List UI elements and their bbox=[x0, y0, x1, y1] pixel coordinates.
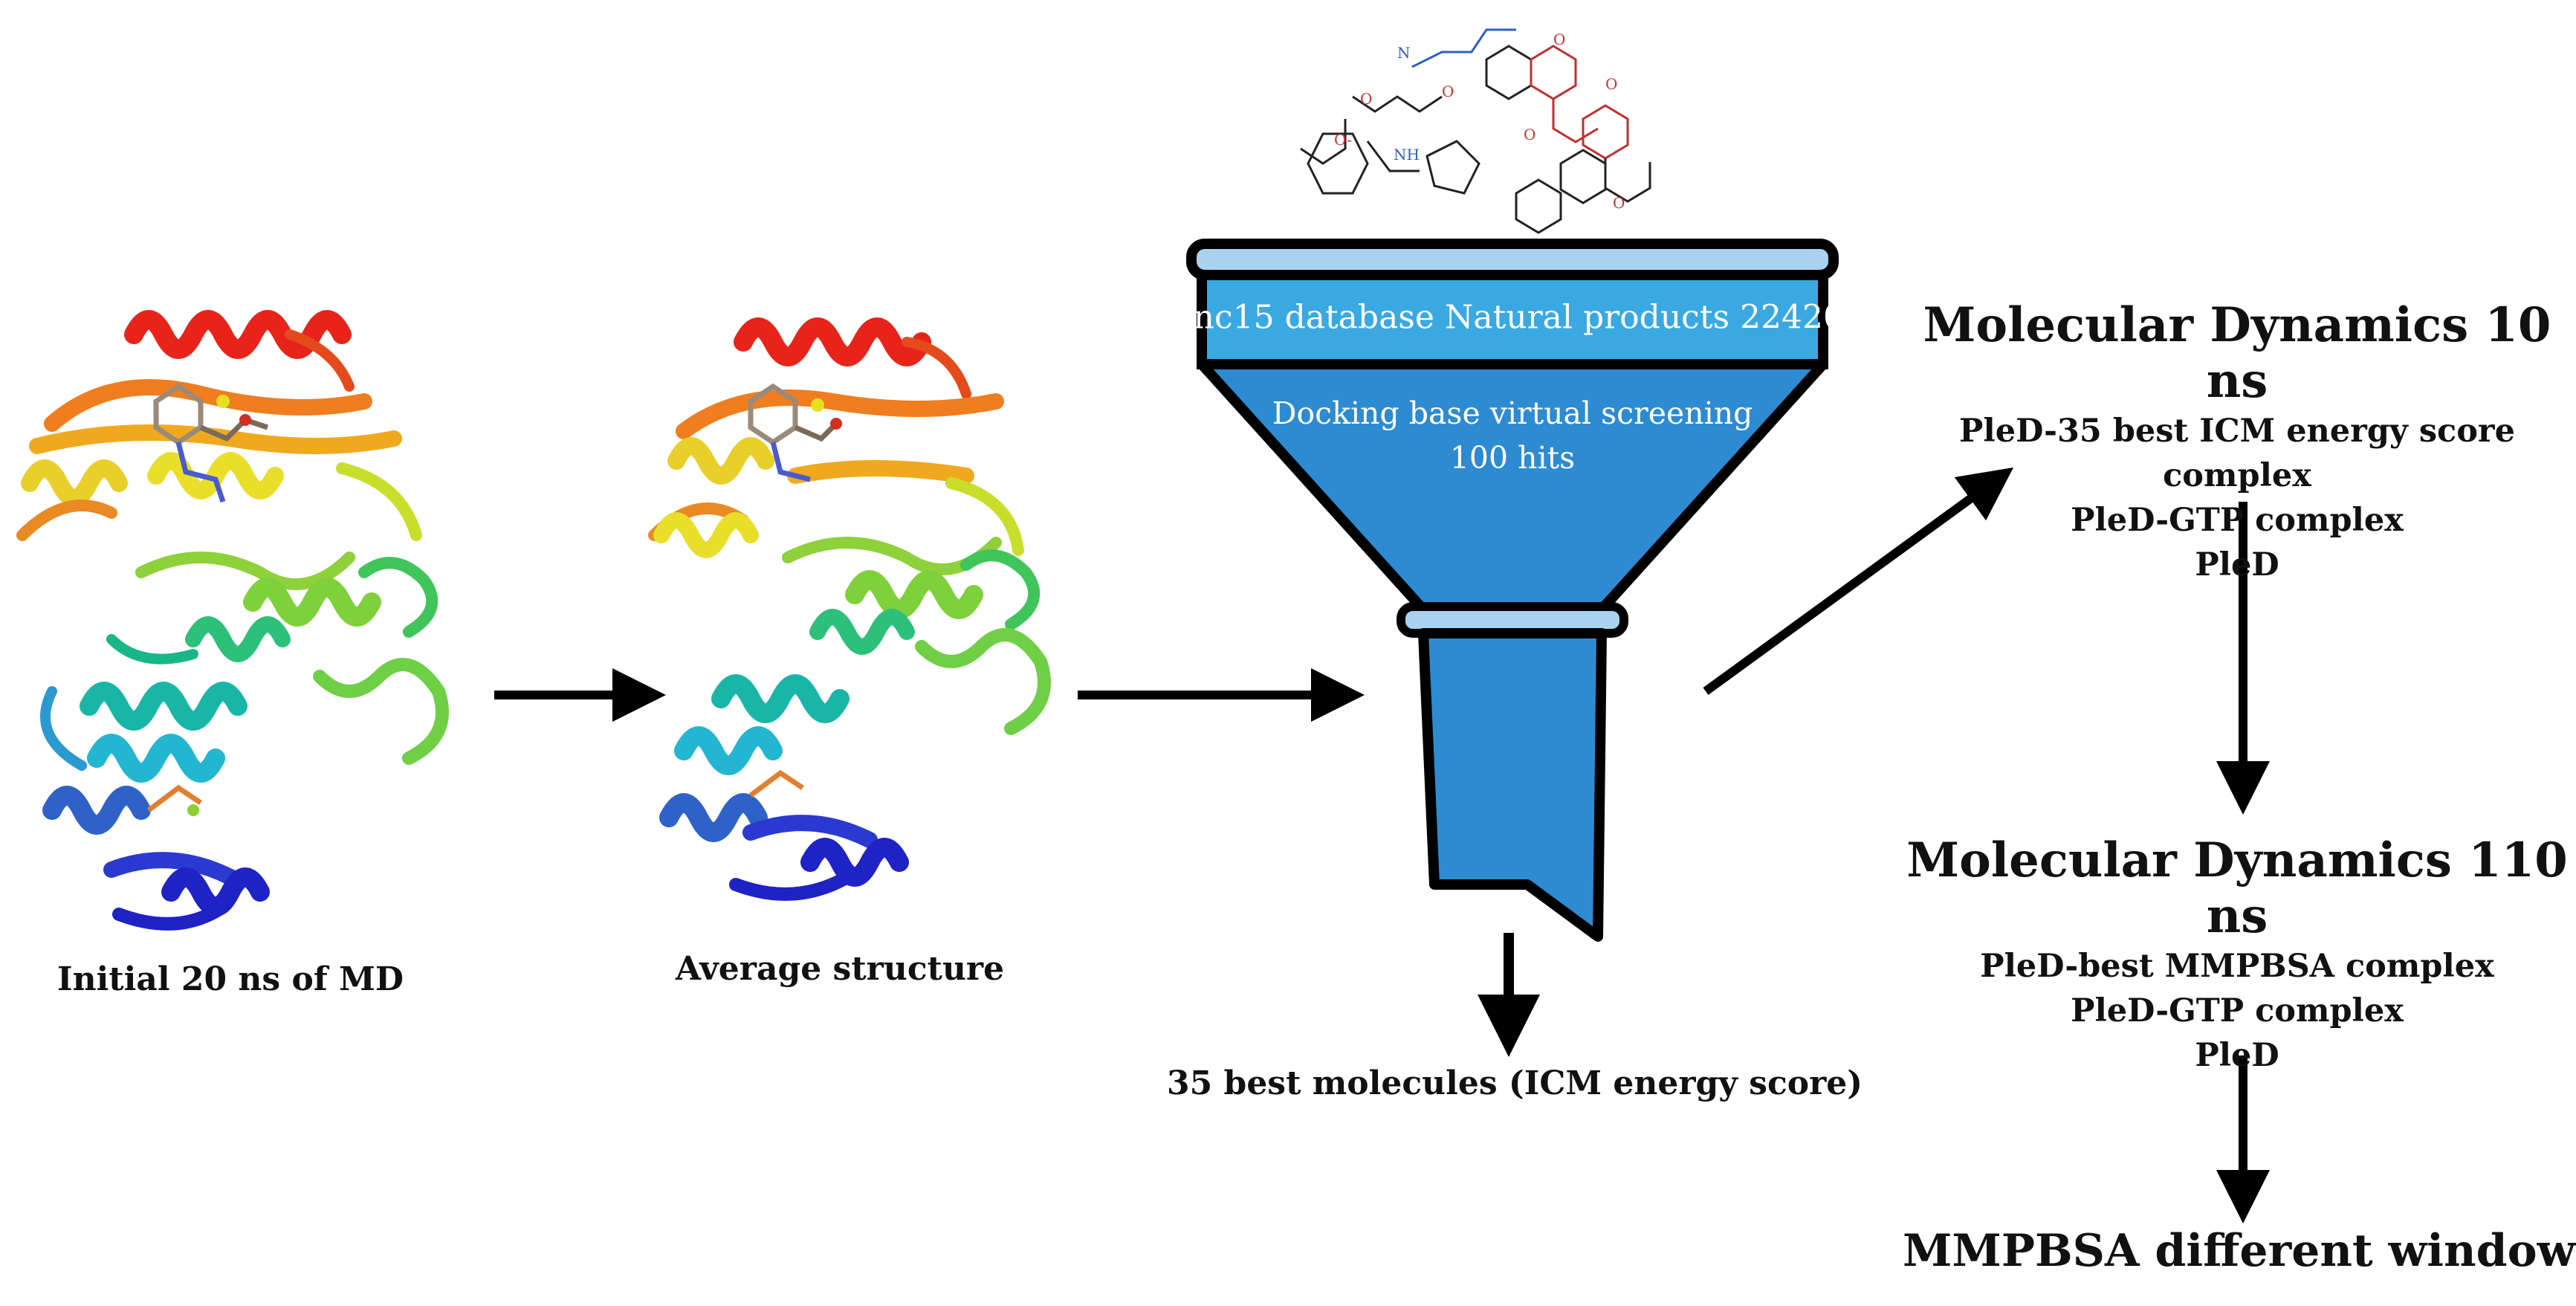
md10-item: PleD bbox=[2195, 546, 2279, 584]
funnel-spout bbox=[1418, 628, 1607, 942]
molecule-structure-icon: O O O- O O O O N NH bbox=[1300, 28, 1651, 234]
svg-text:O: O bbox=[1613, 194, 1625, 212]
svg-text:O: O bbox=[1442, 83, 1454, 100]
best-molecules-label: 35 best molecules (ICM energy score) bbox=[1167, 1064, 1863, 1102]
md10-item: PleD-GTP complex bbox=[2071, 502, 2404, 539]
md110-item: PleD-GTP complex bbox=[2071, 992, 2404, 1029]
average-structure-label: Average structure bbox=[675, 950, 1005, 988]
ligand-stick-icon bbox=[146, 383, 269, 816]
initial-md-label: Initial 20 ns of MD bbox=[57, 960, 404, 998]
svg-text:N: N bbox=[1397, 44, 1411, 62]
final-label: MMPBSA different windows bbox=[1903, 1225, 2576, 1277]
funnel-body-line1: Docking base virtual screening bbox=[1272, 395, 1753, 431]
md110-item: PleD bbox=[2195, 1037, 2279, 1074]
protein-structure-initial bbox=[16, 310, 449, 931]
md10-title: Molecular Dynamics 10 ns bbox=[1923, 297, 2551, 409]
ligand-stick-icon bbox=[748, 383, 842, 798]
funnel-top-label: Zinc15 database Natural products 224205 bbox=[1185, 299, 1839, 337]
svg-text:O: O bbox=[1524, 126, 1535, 143]
svg-text:NH: NH bbox=[1394, 146, 1420, 164]
arrow-diagonal-icon bbox=[1703, 467, 2014, 695]
protein-ribbon-icon bbox=[648, 317, 1051, 901]
md110-title: Molecular Dynamics 110 ns bbox=[1906, 833, 2568, 944]
funnel-icon: Zinc15 database Natural products 224205 … bbox=[1185, 239, 1839, 942]
md10-block: Molecular Dynamics 10 ns PleD-35 best IC… bbox=[1903, 297, 2572, 587]
protein-structure-average bbox=[648, 317, 1051, 901]
protein-ribbon-icon bbox=[16, 310, 449, 931]
md110-item: PleD-best MMPBSA complex bbox=[1980, 948, 2494, 985]
svg-text:O-: O- bbox=[1334, 131, 1352, 149]
funnel-top-band bbox=[1197, 270, 1828, 369]
md110-block: Molecular Dynamics 110 ns PleD-best MMPB… bbox=[1903, 833, 2572, 1078]
funnel-body-line2: 100 hits bbox=[1450, 440, 1575, 476]
svg-text:O: O bbox=[1360, 90, 1372, 108]
svg-text:O: O bbox=[1605, 75, 1617, 93]
svg-text:O: O bbox=[1553, 30, 1565, 48]
md10-item: PleD-35 best ICM energy score complex bbox=[1959, 413, 2515, 494]
